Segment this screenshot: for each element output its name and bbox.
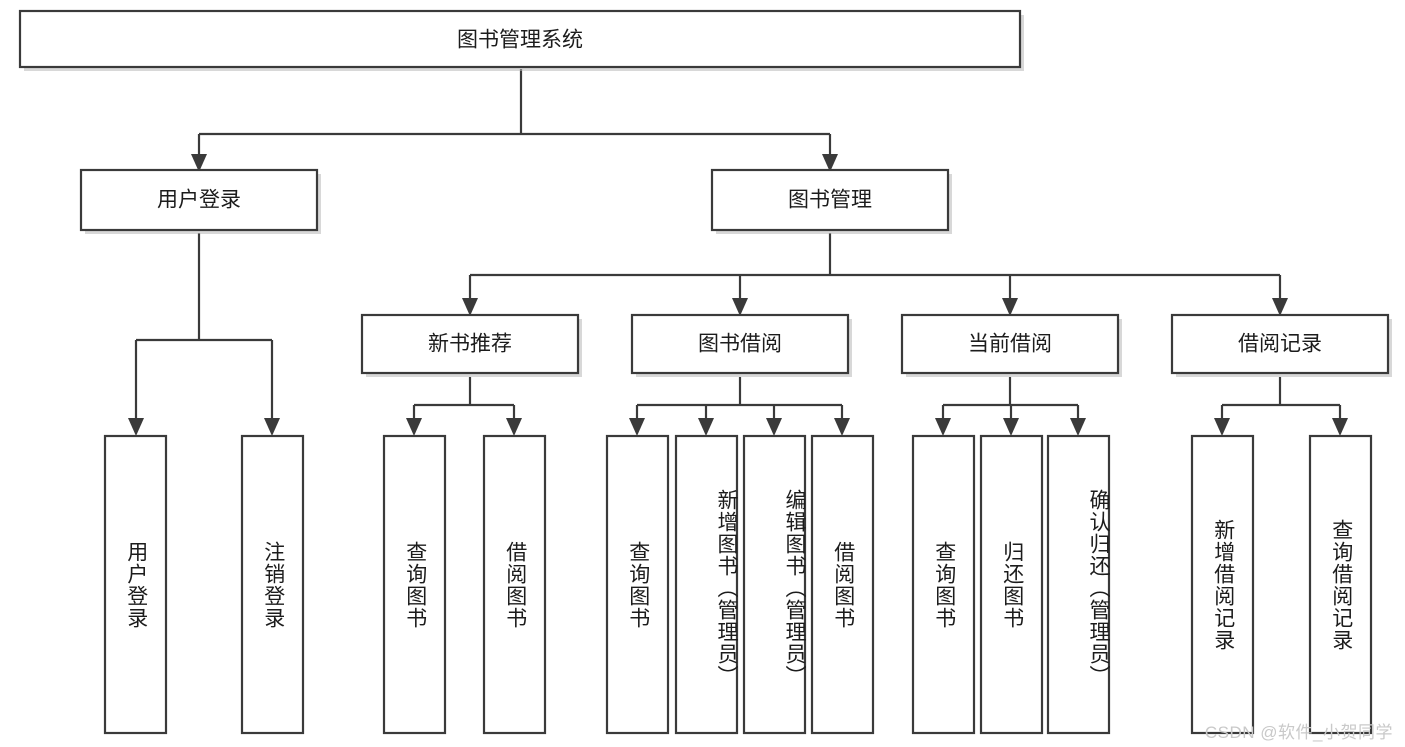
node-records-label: 借阅记录 (1238, 333, 1322, 356)
leaf-borrow-book-new-box[interactable] (482, 434, 547, 735)
node-borrow-box[interactable] (630, 313, 850, 375)
arrow-head-borrow-book-new (506, 418, 522, 436)
node-bookmgmt[interactable]: 图书管理 (710, 168, 952, 234)
arrow-head-bookmgmt (822, 154, 838, 172)
node-bookmgmt-label: 图书管理 (788, 189, 872, 212)
node-bookmgmt-box[interactable] (710, 168, 950, 232)
arrow-head-newbook (462, 298, 478, 316)
node-current-label: 当前借阅 (968, 333, 1052, 356)
node-root-box[interactable] (18, 9, 1022, 69)
node-borrow[interactable]: 图书借阅 (630, 313, 852, 377)
arrow-head-current (1002, 298, 1018, 316)
arrow-head-query-record (1332, 418, 1348, 436)
arrow-head-borrow (732, 298, 748, 316)
arrow-head-login (191, 154, 207, 172)
leaf-return-book-box[interactable] (979, 434, 1044, 735)
leaf-query-record-box[interactable] (1308, 434, 1373, 735)
node-current-box[interactable] (900, 313, 1120, 375)
arrow-head-user-login (128, 418, 144, 436)
node-login-box[interactable] (79, 168, 319, 232)
connector-group-login-to-leaves (128, 233, 280, 436)
arrow-head-query-book-new (406, 418, 422, 436)
csdn-watermark: CSDN @软件_小贺同学 (1204, 723, 1393, 742)
node-records[interactable]: 借阅记录 (1170, 313, 1392, 377)
arrow-head-add-record (1214, 418, 1230, 436)
arrow-head-query-book-borrow (629, 418, 645, 436)
node-borrow-label: 图书借阅 (698, 333, 782, 356)
connector-group-bookmgmt-to-level3 (462, 233, 1288, 316)
leaf-query-book-borrow-box[interactable] (605, 434, 670, 735)
arrow-head-query-book-current (935, 418, 951, 436)
node-login[interactable]: 用户登录 (79, 168, 321, 234)
connector-group-records-to-leaves (1214, 377, 1348, 436)
node-root-label: 图书管理系统 (457, 29, 583, 52)
node-newbook-box[interactable] (360, 313, 580, 375)
leaf-boxes-group (103, 434, 1373, 735)
node-newbook-label: 新书推荐 (428, 333, 512, 356)
leaf-edit-book-box[interactable] (742, 434, 807, 735)
node-newbook[interactable]: 新书推荐 (360, 313, 582, 377)
leaf-user-logout-box[interactable] (240, 434, 305, 735)
connector-group-current-to-leaves (935, 377, 1086, 436)
leaf-query-book-current-box[interactable] (911, 434, 976, 735)
node-login-label: 用户登录 (157, 189, 241, 212)
leaf-user-login-box[interactable] (103, 434, 168, 735)
arrow-head-user-logout (264, 418, 280, 436)
arrow-head-return-book (1003, 418, 1019, 436)
connector-group-root-to-level2 (191, 69, 838, 172)
arrow-head-confirm-return (1070, 418, 1086, 436)
connector-group-borrow-to-leaves (629, 377, 850, 436)
arrow-head-borrow-book (834, 418, 850, 436)
leaf-borrow-book-box[interactable] (810, 434, 875, 735)
connector-group-newbook-to-leaves (406, 377, 522, 436)
node-current[interactable]: 当前借阅 (900, 313, 1122, 377)
leaf-add-record-box[interactable] (1190, 434, 1255, 735)
arrow-head-add-book (698, 418, 714, 436)
leaf-add-book-box[interactable] (674, 434, 739, 735)
leaf-query-book-new-box[interactable] (382, 434, 447, 735)
leaf-confirm-return-box[interactable] (1046, 434, 1111, 735)
node-root[interactable]: 图书管理系统 (18, 9, 1024, 71)
node-records-box[interactable] (1170, 313, 1390, 375)
arrow-head-edit-book (766, 418, 782, 436)
arrow-head-records (1272, 298, 1288, 316)
